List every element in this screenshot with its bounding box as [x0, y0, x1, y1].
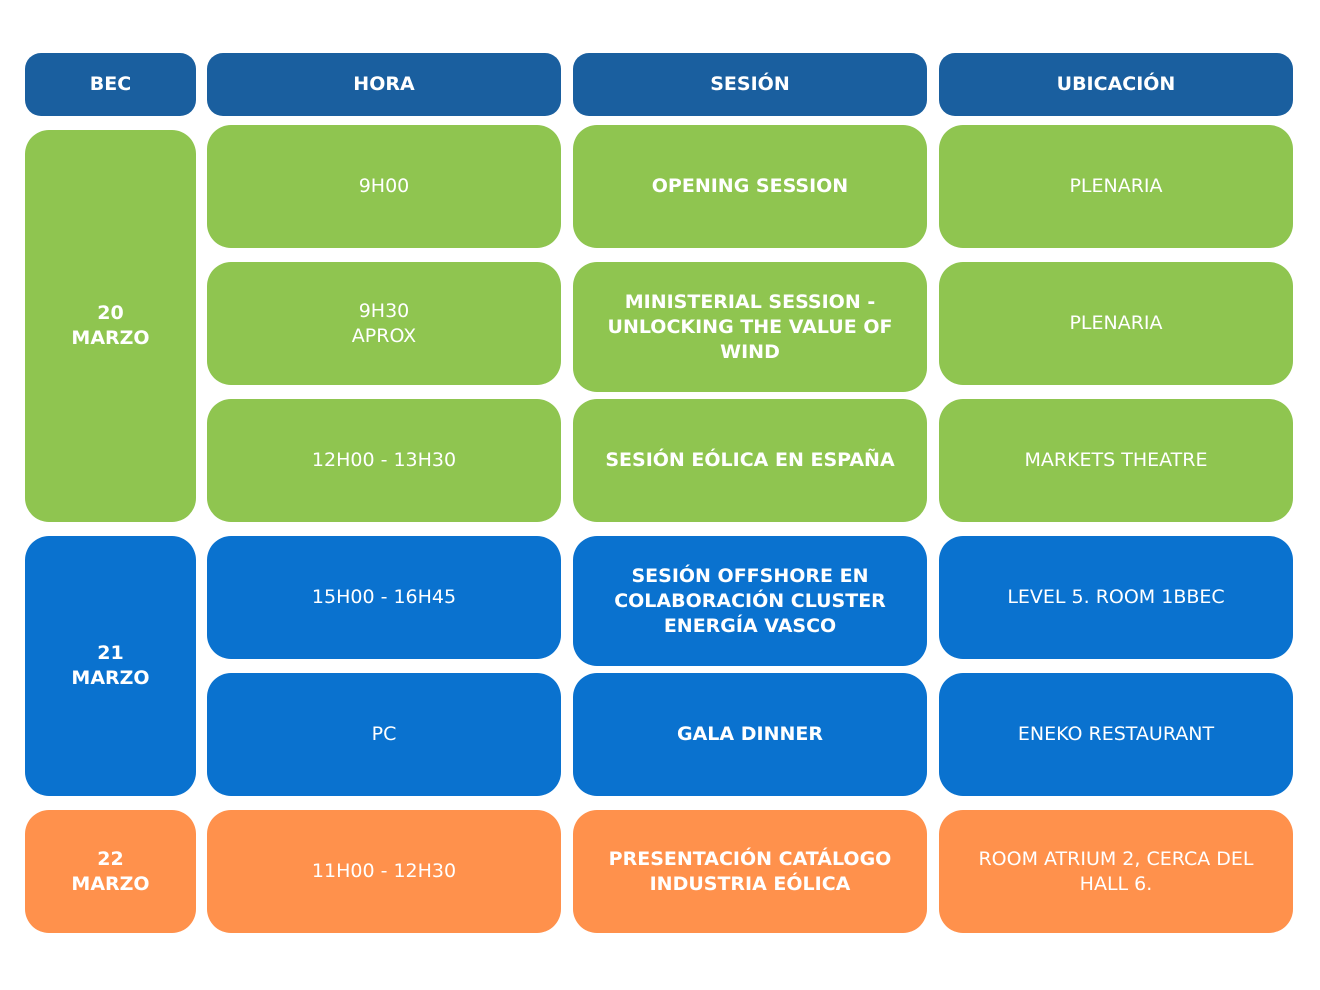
sesion-cell: PRESENTACIÓN CATÁLOGO INDUSTRIA EÓLICA — [573, 810, 927, 933]
ubicacion-cell: MARKETS THEATRE — [939, 399, 1293, 522]
hora-cell: 9H30 APROX — [207, 262, 561, 385]
sesion-cell: OPENING SESSION — [573, 125, 927, 248]
hora-cell: 11H00 - 12H30 — [207, 810, 561, 933]
ubicacion-cell: ENEKO RESTAURANT — [939, 673, 1293, 796]
hora-cell: 12H00 - 13H30 — [207, 399, 561, 522]
day-label-22-marzo: 22 MARZO — [25, 810, 196, 933]
ubicacion-cell: LEVEL 5. ROOM 1BBEC — [939, 536, 1293, 659]
hora-cell: PC — [207, 673, 561, 796]
sesion-cell: MINISTERIAL SESSION - UNLOCKING THE VALU… — [573, 262, 927, 392]
ubicacion-cell: PLENARIA — [939, 262, 1293, 385]
sesion-cell: SESIÓN OFFSHORE EN COLABORACIÓN CLUSTER … — [573, 536, 927, 666]
header-bec: BEC — [25, 53, 196, 116]
header-hora: HORA — [207, 53, 561, 116]
sesion-cell: SESIÓN EÓLICA EN ESPAÑA — [573, 399, 927, 522]
header-sesion: SESIÓN — [573, 53, 927, 116]
hora-cell: 9H00 — [207, 125, 561, 248]
ubicacion-cell: PLENARIA — [939, 125, 1293, 248]
day-label-20-marzo: 20 MARZO — [25, 130, 196, 522]
header-ubicacion: UBICACIÓN — [939, 53, 1293, 116]
day-label-21-marzo: 21 MARZO — [25, 536, 196, 796]
hora-cell: 15H00 - 16H45 — [207, 536, 561, 659]
sesion-cell: GALA DINNER — [573, 673, 927, 796]
ubicacion-cell: ROOM ATRIUM 2, CERCA DEL HALL 6. — [939, 810, 1293, 933]
